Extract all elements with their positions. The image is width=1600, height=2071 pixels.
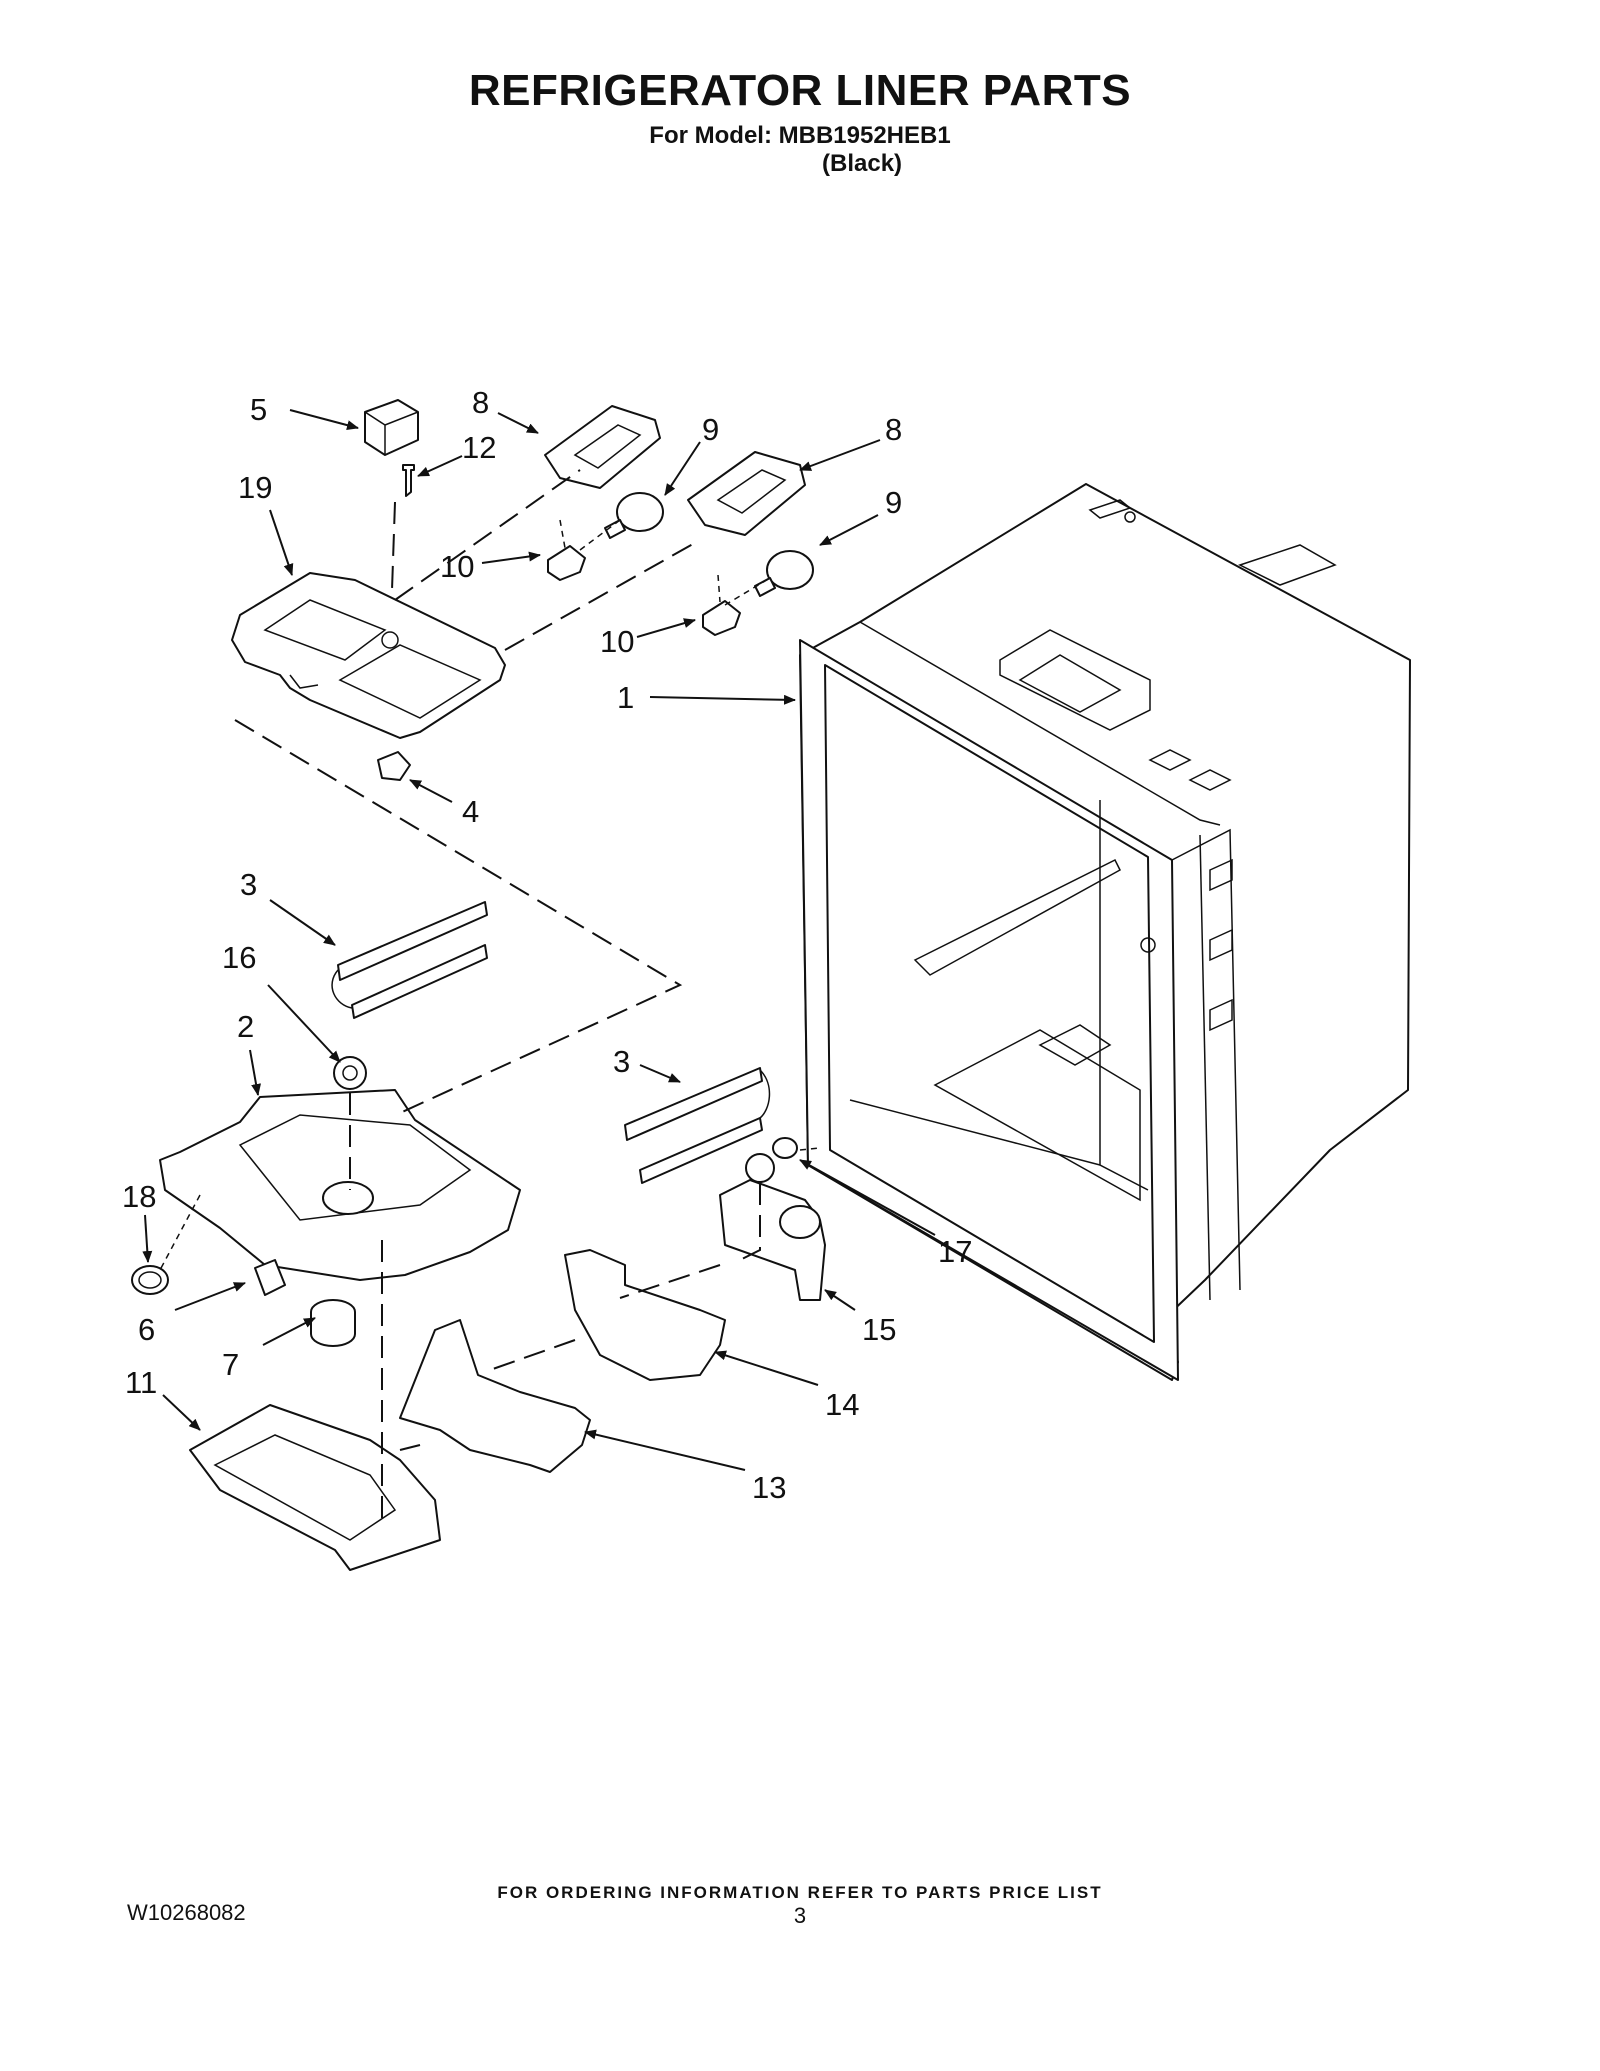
callout-3-lower: 3: [613, 1044, 630, 1079]
light-housing-plate-part-19: [231, 572, 506, 739]
led-strip-part-3-upper: [331, 901, 488, 1019]
led-strip-part-3-lower: [624, 1067, 771, 1184]
dispenser-chute-part-13: [399, 1319, 591, 1473]
light-socket-part-10-left: [547, 545, 586, 581]
callout-4: 4: [462, 794, 479, 829]
callout-2: 2: [237, 1009, 254, 1044]
lower-housing-part-2: [159, 1089, 521, 1281]
callout-5: 5: [250, 392, 267, 427]
dispenser-housing-part-14: [564, 1249, 726, 1381]
alignment-lines: [159, 469, 821, 1520]
ordering-note: FOR ORDERING INFORMATION REFER TO PARTS …: [497, 1883, 1103, 1902]
callout-11: 11: [125, 1365, 157, 1400]
page-title: REFRIGERATOR LINER PARTS: [468, 66, 1132, 115]
color-line: (Black): [822, 150, 903, 177]
document-number: W10268082: [127, 1900, 246, 1925]
callout-13: 13: [752, 1470, 786, 1505]
light-lens-part-8-left: [544, 405, 661, 489]
knob-part-7: [310, 1299, 356, 1347]
callout-18: 18: [122, 1179, 156, 1214]
callout-8-right: 8: [885, 412, 902, 447]
callout-1: 1: [617, 680, 634, 715]
grille-part-11: [189, 1404, 441, 1571]
callout-12: 12: [462, 430, 496, 465]
callout-6: 6: [138, 1312, 155, 1347]
callout-8-left: 8: [472, 385, 489, 420]
knob-part-16: [333, 1056, 367, 1090]
light-socket-part-10-right: [702, 600, 741, 636]
light-lens-part-8-right: [687, 451, 806, 536]
callout-10-lower: 10: [600, 624, 634, 659]
callout-9-left: 9: [702, 412, 719, 447]
page-number: 3: [793, 1903, 807, 1928]
light-bulb-part-9-left: [604, 492, 664, 539]
callout-3-upper: 3: [240, 867, 257, 902]
callout-10-upper: 10: [440, 549, 474, 584]
screw-part-17: [772, 1137, 798, 1159]
clip-part-4: [377, 751, 411, 781]
liner-part-1: [799, 483, 1411, 1381]
leader-arrows: [142, 409, 936, 1471]
callout-labels: 5 8 12 9 8 19 9 10 10 1 4 3 16 2 3 18 17…: [122, 385, 972, 1505]
screw-part-12: [402, 464, 415, 497]
callout-7: 7: [222, 1347, 239, 1382]
model-line: For Model: MBB1952HEB1: [649, 122, 951, 149]
callout-14: 14: [825, 1387, 859, 1422]
callout-19: 19: [238, 470, 272, 505]
control-module-part-15: [719, 1153, 826, 1301]
callout-9-right: 9: [885, 485, 902, 520]
callout-15: 15: [862, 1312, 896, 1347]
light-bulb-part-9-right: [754, 550, 814, 597]
grommet-part-18: [131, 1265, 169, 1295]
callout-16: 16: [222, 940, 256, 975]
switch-part-6: [254, 1259, 286, 1296]
callout-17: 17: [938, 1234, 972, 1269]
control-box-part-5: [364, 399, 419, 456]
